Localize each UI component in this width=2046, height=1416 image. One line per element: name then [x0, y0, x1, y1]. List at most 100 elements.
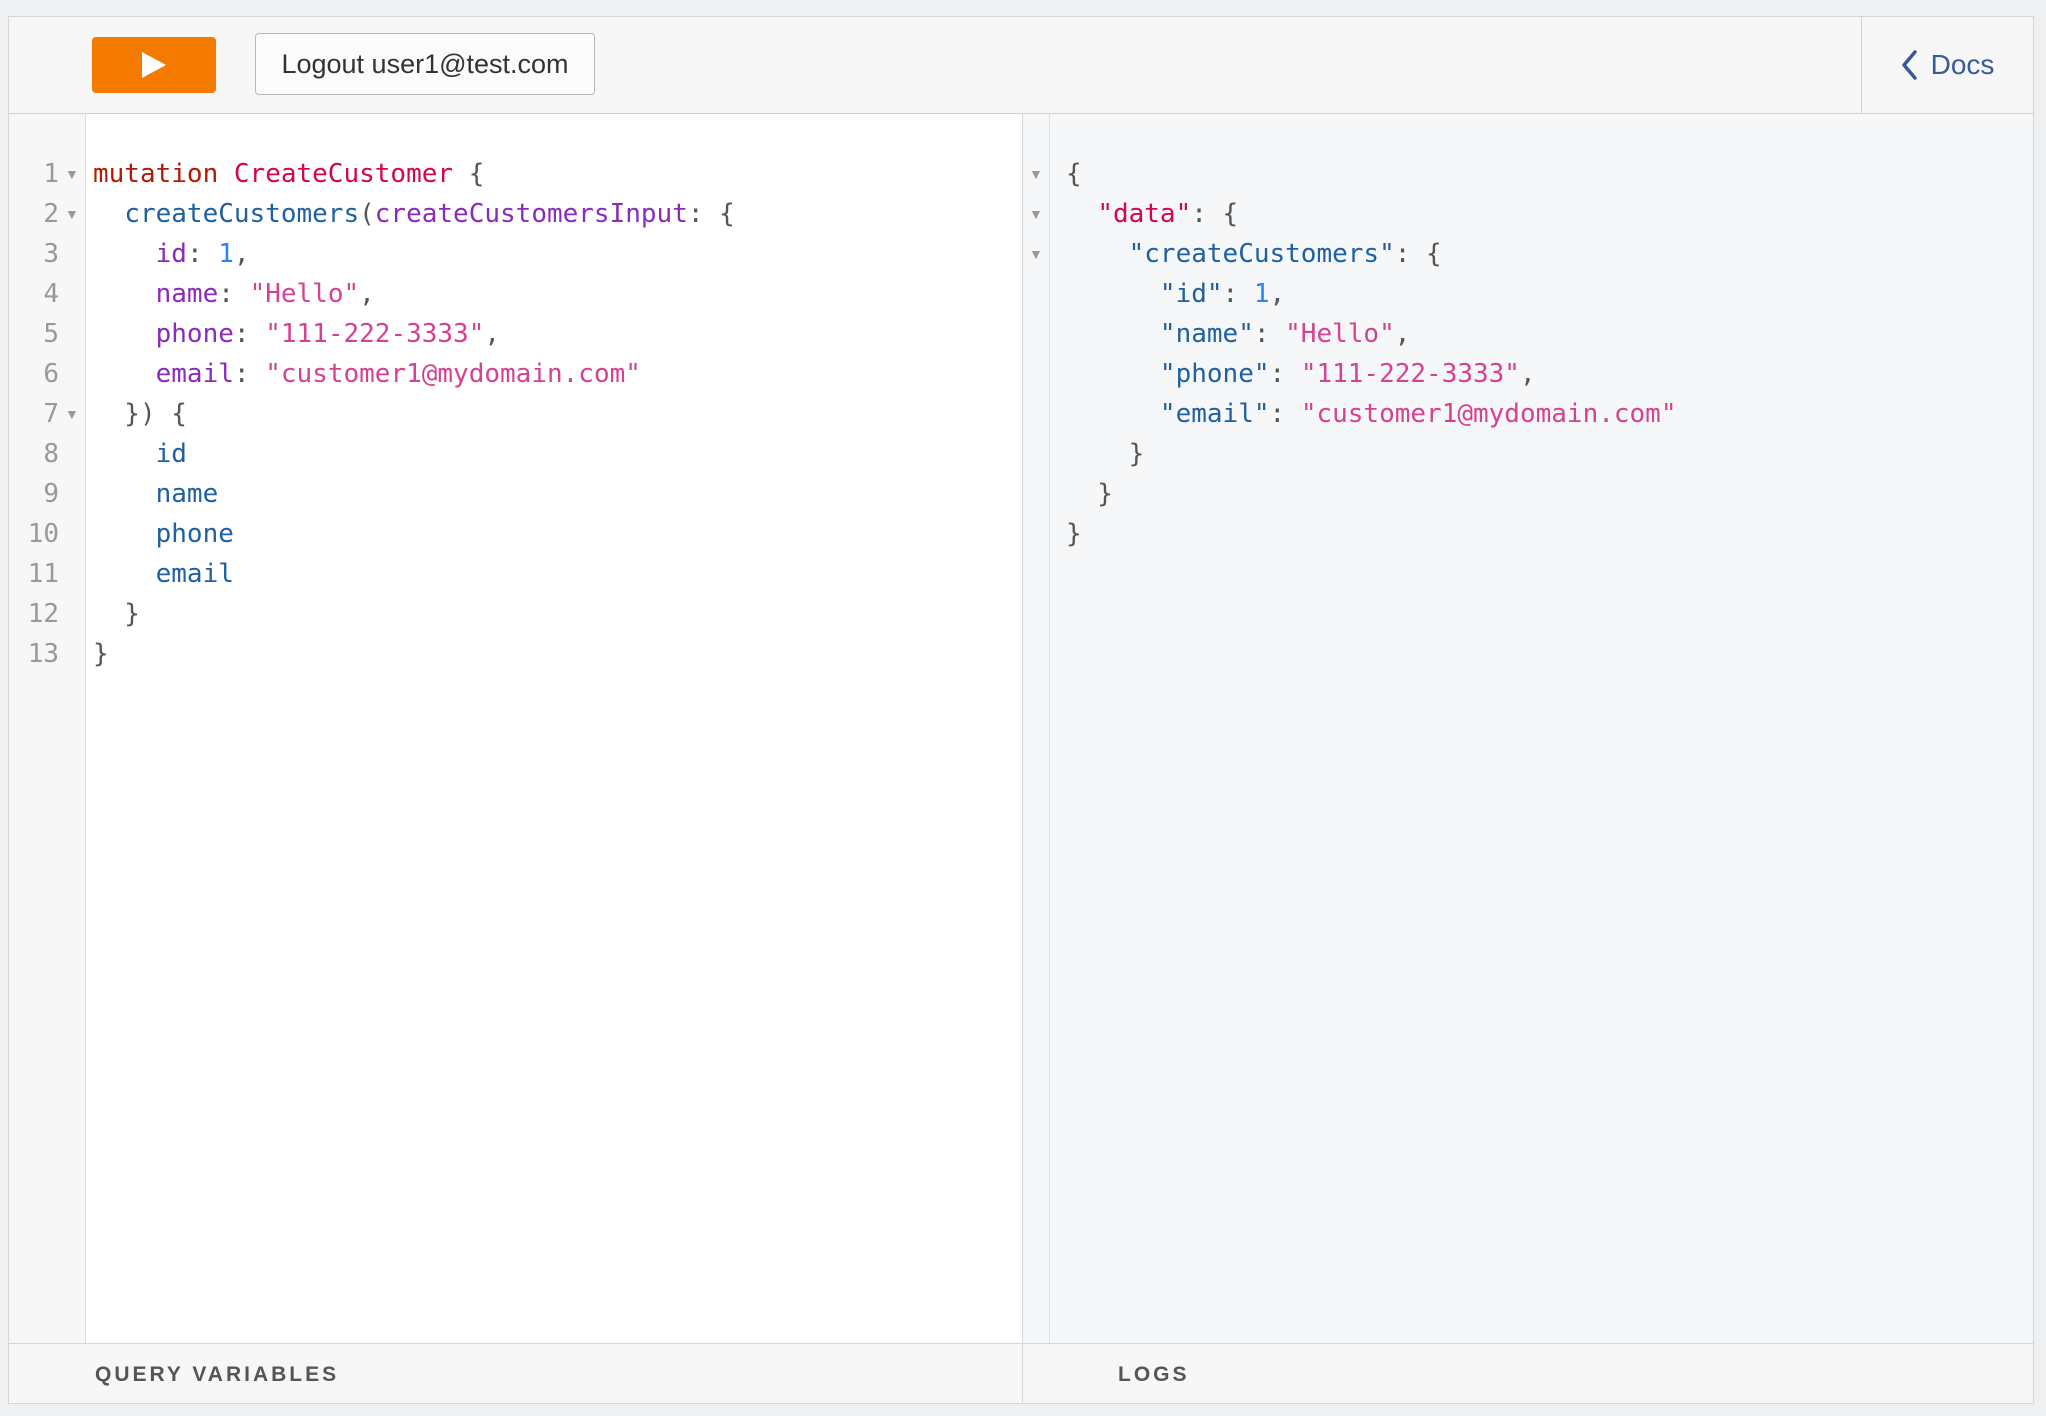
run-query-button[interactable]: [92, 37, 216, 93]
result-viewer: ▼▼▼ { "data": { "createCustomers": { "id…: [1023, 114, 2033, 1343]
query-code[interactable]: mutation CreateCustomer { createCustomer…: [93, 154, 735, 674]
result-token: [1066, 399, 1160, 429]
result-token: ,: [1269, 279, 1286, 309]
editor-token: name: [155, 279, 219, 309]
result-token: [1066, 359, 1160, 389]
editor-token: ,: [359, 279, 375, 309]
editor-token: name: [155, 479, 219, 509]
editor-token: "111-222-3333": [265, 319, 485, 349]
result-token: }: [1066, 439, 1145, 469]
line-number: 3: [43, 239, 59, 269]
result-line: }: [1066, 474, 1677, 514]
line-number: 11: [27, 559, 59, 589]
editor-token: }: [93, 639, 109, 669]
line-number: 8: [43, 439, 59, 469]
query-variables-toggle[interactable]: QUERY VARIABLES: [9, 1343, 1023, 1403]
editor-line: email: "customer1@mydomain.com": [93, 354, 735, 394]
result-token: "111-222-3333": [1300, 359, 1520, 389]
result-token: "name": [1159, 319, 1254, 349]
line-number: 12: [27, 599, 59, 629]
result-line: "createCustomers": {: [1066, 234, 1677, 274]
editor-token: [93, 479, 156, 509]
fold-arrow-icon[interactable]: ▼: [1029, 166, 1043, 182]
editor-token: [218, 159, 234, 189]
editor-token: createCustomersInput: [374, 199, 688, 229]
result-line: "id": 1,: [1066, 274, 1677, 314]
editor-token: email: [155, 359, 234, 389]
result-token: ,: [1519, 359, 1536, 389]
editor-token: ,: [233, 239, 250, 269]
line-number: 6: [43, 359, 59, 389]
editor-line: name: "Hello",: [93, 274, 735, 314]
result-token: ,: [1394, 319, 1411, 349]
result-line: {: [1066, 154, 1677, 194]
editor-token: ,: [484, 319, 501, 349]
editor-line: id: 1,: [93, 234, 735, 274]
result-token: "createCustomers": [1128, 239, 1395, 269]
play-icon: [142, 52, 166, 78]
editor-token: {: [453, 159, 485, 189]
editor-token: [93, 359, 156, 389]
result-token: : {: [1394, 239, 1442, 269]
fold-arrow-icon[interactable]: ▼: [1029, 206, 1043, 222]
result-token: [1066, 239, 1129, 269]
result-fold-gutter: ▼ ▼ ▼: [1023, 114, 1050, 1343]
editor-token: createCustomers: [124, 199, 360, 229]
fold-arrow-icon[interactable]: ▼: [1029, 246, 1043, 262]
result-token: 1: [1253, 279, 1270, 309]
editor-line: email: [93, 554, 735, 594]
result-token: }: [1066, 519, 1082, 549]
line-number: 9: [43, 479, 59, 509]
editor-token: [93, 239, 156, 269]
result-token: }: [1066, 479, 1113, 509]
line-number: 10: [27, 519, 59, 549]
docs-label: Docs: [1930, 49, 1995, 80]
editor-token: }: [93, 599, 140, 629]
editor-token: : {: [687, 199, 735, 229]
docs-button[interactable]: Docs: [1861, 17, 2033, 113]
result-token: "Hello": [1285, 319, 1395, 349]
result-line: "data": {: [1066, 194, 1677, 234]
fold-arrow-icon[interactable]: ▼: [65, 166, 79, 182]
editor-line: name: [93, 474, 735, 514]
chevron-left-icon: [1901, 50, 1917, 80]
result-token: :: [1269, 359, 1301, 389]
editor-token: :: [218, 279, 250, 309]
result-token: [1066, 279, 1160, 309]
result-line: "name": "Hello",: [1066, 314, 1677, 354]
result-token: :: [1269, 399, 1301, 429]
result-token: "data": [1097, 199, 1192, 229]
line-number: 1: [43, 159, 59, 189]
editor-token: email: [155, 559, 234, 589]
editor-token: }) {: [93, 399, 187, 429]
editor-token: phone: [155, 319, 234, 349]
editor-token: :: [186, 239, 219, 269]
editor-token: [93, 279, 156, 309]
result-line: "email": "customer1@mydomain.com": [1066, 394, 1677, 434]
result-line: }: [1066, 514, 1677, 554]
fold-arrow-icon[interactable]: ▼: [65, 406, 79, 422]
editor-token: "Hello": [249, 279, 360, 309]
fold-arrow-icon[interactable]: ▼: [65, 206, 79, 222]
editor-token: (: [359, 199, 375, 229]
editor-token: CreateCustomer: [233, 159, 454, 189]
editor-token: [93, 559, 156, 589]
editor-token: [93, 439, 156, 469]
logs-toggle[interactable]: LOGS: [1023, 1343, 2033, 1403]
editor-token: [93, 519, 156, 549]
result-token: :: [1253, 319, 1286, 349]
line-number: 13: [27, 639, 59, 669]
result-line: "phone": "111-222-3333",: [1066, 354, 1677, 394]
editor-token: mutation: [93, 159, 219, 189]
result-token: [1066, 199, 1097, 229]
result-token: "phone": [1159, 359, 1270, 389]
result-token: "email": [1159, 399, 1270, 429]
result-code: { "data": { "createCustomers": { "id": 1…: [1066, 154, 1677, 554]
logout-button[interactable]: Logout user1@test.com: [255, 33, 595, 95]
result-token: "id": [1159, 279, 1223, 309]
line-number: 7: [43, 399, 59, 429]
editor-token: id: [155, 239, 187, 269]
